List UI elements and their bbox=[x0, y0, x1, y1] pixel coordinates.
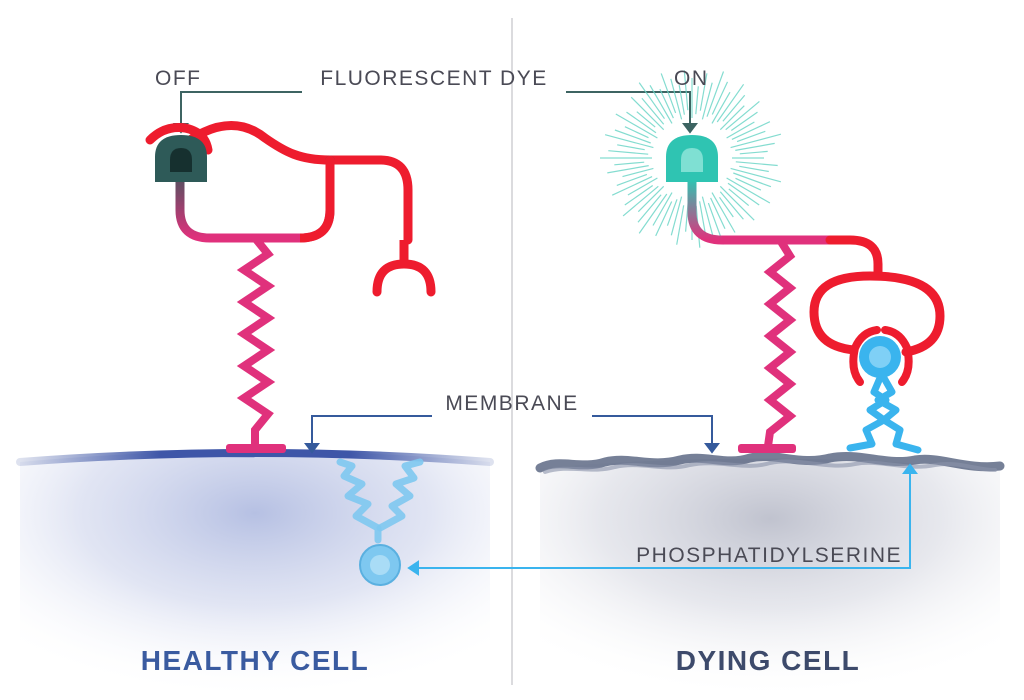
glow-ray bbox=[710, 197, 726, 229]
glow-ray bbox=[735, 177, 762, 191]
glow-ray bbox=[695, 86, 699, 115]
membrane-callout bbox=[304, 415, 720, 454]
anchor-left bbox=[226, 444, 286, 453]
glow-ray bbox=[615, 113, 658, 139]
glow-ray bbox=[726, 121, 755, 139]
glow-ray bbox=[701, 82, 713, 120]
glow-ray bbox=[676, 205, 685, 245]
glow-ray bbox=[733, 172, 772, 188]
anchor-right bbox=[738, 444, 796, 453]
glow-ray bbox=[730, 111, 758, 131]
glow-ray bbox=[735, 161, 778, 167]
glow-ray bbox=[670, 78, 683, 120]
glow-ray bbox=[630, 96, 665, 131]
glow-ray bbox=[614, 129, 651, 144]
glow-ray bbox=[730, 133, 782, 149]
glow-ray bbox=[666, 199, 678, 226]
glow-ray bbox=[624, 126, 649, 139]
glow-ray bbox=[730, 167, 782, 183]
glow-ray bbox=[626, 111, 657, 134]
glow-ray bbox=[616, 173, 648, 186]
glow-ray bbox=[670, 196, 683, 236]
glow-ray bbox=[716, 83, 745, 123]
glow-ray bbox=[719, 191, 744, 220]
dying-membrane bbox=[535, 451, 1005, 473]
glow-ray bbox=[728, 188, 750, 207]
glow-ray bbox=[622, 185, 659, 217]
glow-ray bbox=[607, 165, 649, 174]
glow-ray bbox=[725, 100, 760, 131]
spring-right bbox=[763, 236, 797, 450]
label-fluorescent-dye: FLUORESCENT DYE bbox=[320, 67, 548, 90]
healthy-cell-title: HEALTHY CELL bbox=[141, 645, 370, 676]
glow-ray bbox=[660, 73, 677, 114]
glow-ray bbox=[652, 192, 673, 226]
dying-cell-title: DYING CELL bbox=[676, 645, 861, 676]
spring-left bbox=[236, 234, 276, 450]
dying-cell bbox=[535, 451, 1005, 700]
glow-ray bbox=[641, 97, 665, 125]
glow-ray bbox=[701, 196, 715, 240]
glow-ray bbox=[706, 71, 725, 117]
glow-ray bbox=[711, 81, 729, 115]
glow-ray bbox=[719, 196, 734, 218]
glow-ray bbox=[699, 201, 706, 233]
glow-ray bbox=[727, 182, 760, 206]
probe-off bbox=[145, 121, 436, 453]
glow-ray bbox=[739, 150, 768, 155]
glow-ray bbox=[637, 194, 662, 223]
glow-ray bbox=[604, 134, 654, 149]
label-on: ON bbox=[674, 67, 709, 90]
glow-ray bbox=[638, 193, 668, 234]
label-phosphatidylserine: PHOSPHATIDYLSERINE bbox=[636, 544, 902, 567]
glow-ray bbox=[649, 84, 673, 124]
glow-ray bbox=[608, 150, 649, 155]
glow-ray bbox=[637, 185, 665, 213]
glow-ray bbox=[624, 185, 654, 206]
glow-ray bbox=[739, 165, 769, 173]
glow-ray bbox=[699, 73, 708, 111]
glow-ray bbox=[683, 70, 689, 111]
glow-ray bbox=[627, 177, 658, 196]
glow-ray bbox=[614, 161, 645, 166]
glow-ray bbox=[731, 121, 771, 140]
glow-ray bbox=[719, 105, 745, 131]
glow-ray bbox=[678, 84, 685, 115]
glow-ray bbox=[711, 91, 731, 124]
phosphatidylserine-callout bbox=[407, 463, 918, 576]
glow-ray bbox=[659, 88, 674, 119]
glow-ray bbox=[617, 144, 645, 151]
glow-ray bbox=[736, 130, 766, 143]
phosphatidylserine-exposed bbox=[846, 336, 922, 454]
glow-ray bbox=[655, 201, 673, 237]
glow-ray bbox=[722, 94, 746, 122]
glow-ray bbox=[711, 192, 736, 233]
dye-on-icon bbox=[666, 135, 718, 182]
glow-ray bbox=[636, 111, 656, 128]
probe-on bbox=[600, 70, 945, 454]
phosphatidylserine-healthy bbox=[336, 458, 424, 586]
glow-ray bbox=[638, 82, 665, 120]
glow-ray bbox=[726, 177, 771, 204]
glow-ray bbox=[719, 185, 755, 221]
glow-ray bbox=[735, 142, 775, 151]
label-off: OFF bbox=[155, 67, 202, 90]
glow-ray bbox=[611, 176, 653, 196]
glow-ray bbox=[622, 167, 654, 178]
label-membrane: MEMBRANE bbox=[445, 392, 578, 415]
dye-off-icon bbox=[155, 135, 207, 182]
